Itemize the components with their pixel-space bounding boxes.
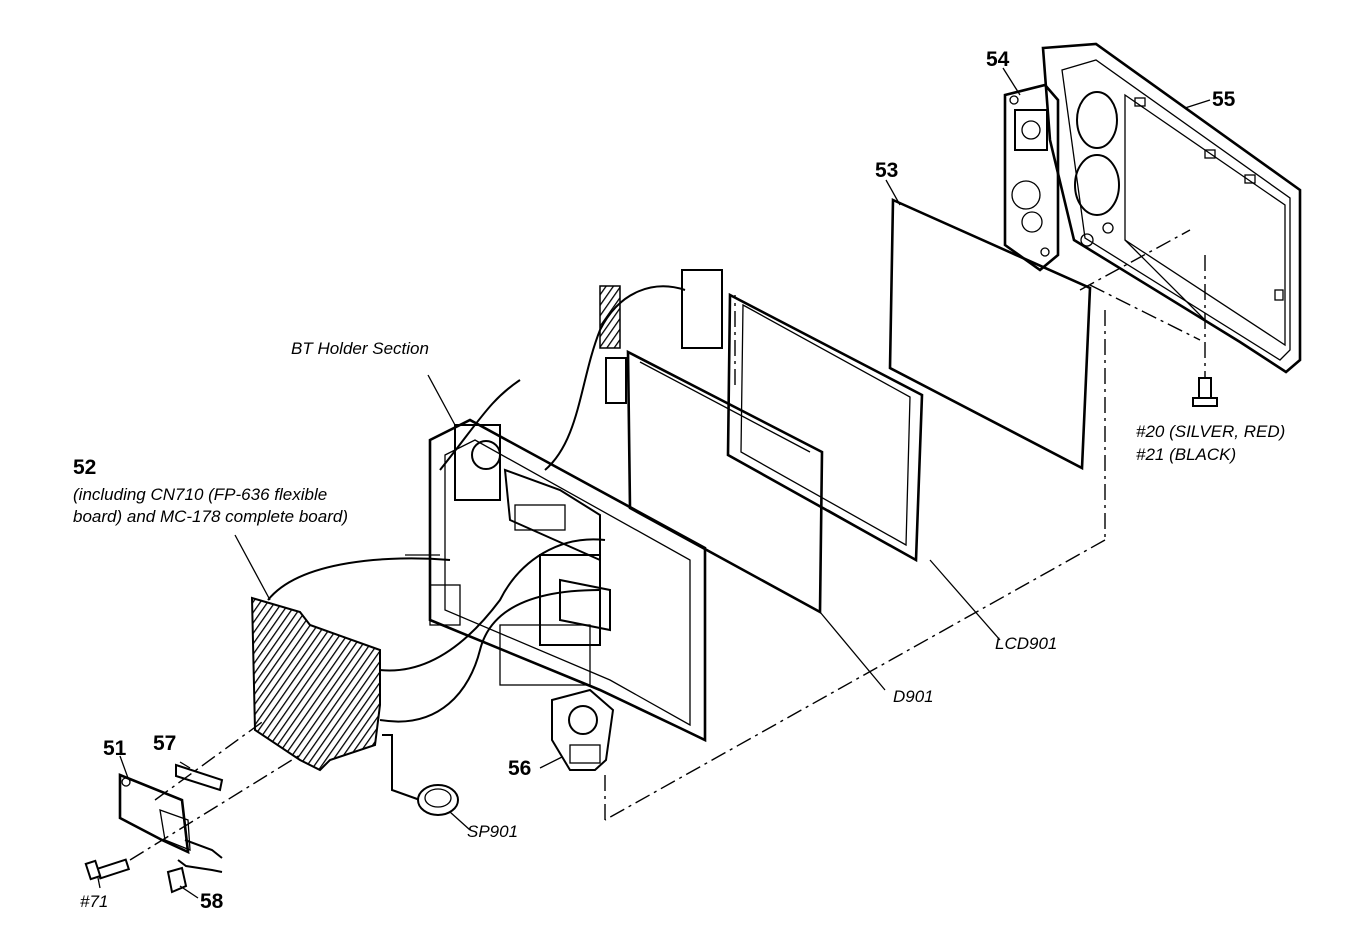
part-57 xyxy=(175,763,224,792)
leader-lines xyxy=(97,67,1211,899)
label-51: 51 xyxy=(103,737,127,760)
label-screw-20: #20 (SILVER, RED) xyxy=(1136,422,1286,441)
label-screw-71: #71 xyxy=(80,892,109,911)
label-56: 56 xyxy=(508,757,532,780)
label-53: 53 xyxy=(875,159,899,182)
label-bt-holder: BT Holder Section xyxy=(291,339,429,358)
part-lcd901-panel xyxy=(726,292,924,563)
label-54: 54 xyxy=(986,48,1010,71)
part-51-bracket xyxy=(118,773,223,859)
label-lcd901: LCD901 xyxy=(995,634,1058,653)
part-54-bracket xyxy=(1003,83,1060,272)
label-55: 55 xyxy=(1212,88,1236,111)
part-55-rear-cabinet xyxy=(1041,42,1302,374)
alignment-lines xyxy=(129,229,1201,861)
flex-cables xyxy=(267,285,686,723)
screw-71 xyxy=(84,858,131,881)
part-58 xyxy=(166,859,223,894)
part-56 xyxy=(551,688,615,771)
label-52-note-line2: board) and MC-178 complete board) xyxy=(73,507,348,526)
label-52-note-line1: (including CN710 (FP-636 flexible xyxy=(73,485,328,504)
label-57: 57 xyxy=(153,732,177,755)
screw-20-21 xyxy=(1192,255,1218,407)
label-screw-21: #21 (BLACK) xyxy=(1136,445,1237,464)
main-chassis-frame xyxy=(428,418,707,743)
label-52: 52 xyxy=(73,456,97,479)
part-sp901-speaker xyxy=(382,734,459,816)
label-58: 58 xyxy=(200,890,224,913)
part-52-board xyxy=(250,285,621,772)
part-53-sheet xyxy=(888,198,1092,471)
label-d901: D901 xyxy=(893,687,934,706)
part-d901-backlight xyxy=(605,269,824,615)
label-sp901: SP901 xyxy=(467,822,519,841)
